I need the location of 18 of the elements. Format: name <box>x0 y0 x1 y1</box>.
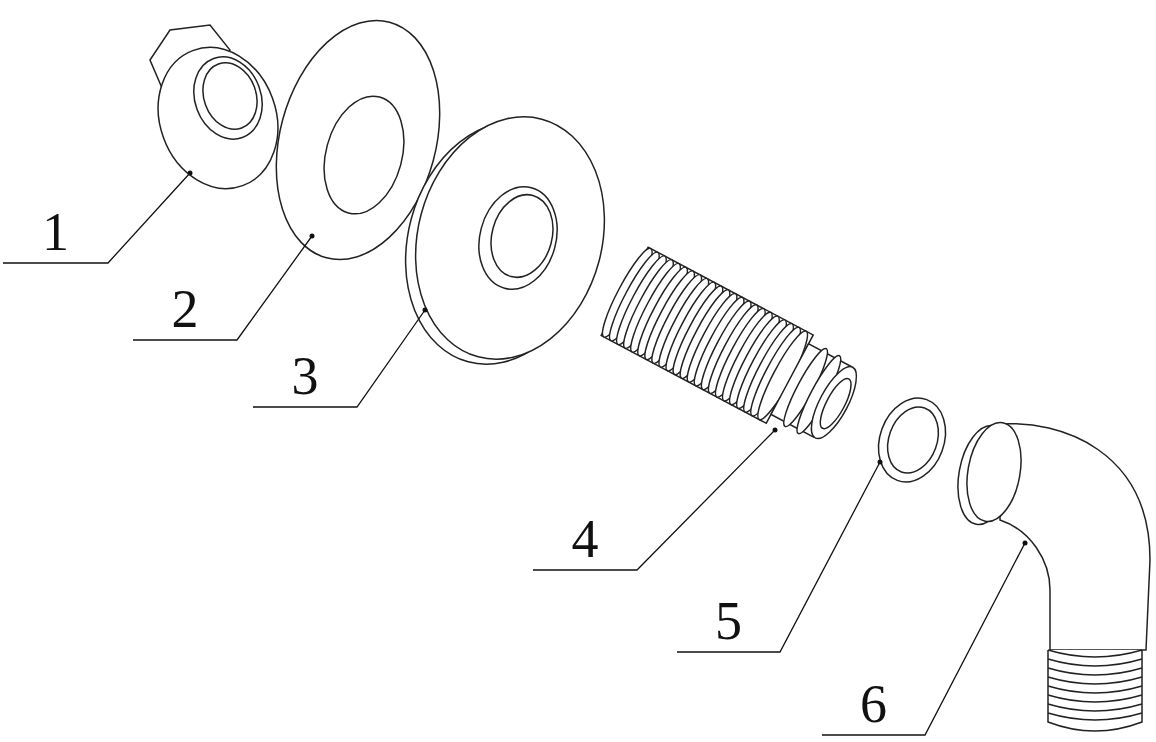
callout-number: 4 <box>533 510 637 568</box>
leader-line <box>252 309 426 408</box>
leader-line <box>132 235 313 341</box>
nut-drawing <box>149 24 279 190</box>
leader-line <box>532 429 776 571</box>
callout-number: 5 <box>677 592 780 650</box>
leader-line <box>2 172 191 264</box>
plate-drawing <box>404 116 606 365</box>
callout-number: 6 <box>822 675 925 733</box>
corrugated-hose-drawing <box>600 246 858 440</box>
washer-drawing <box>275 19 441 261</box>
leader-line <box>676 461 881 653</box>
leader-line <box>821 542 1026 736</box>
callout-number: 2 <box>133 280 237 338</box>
callout-number: 3 <box>253 347 357 405</box>
callout-number: 1 <box>3 203 108 261</box>
elbow-fitting-drawing <box>957 421 1151 732</box>
seal-ring-drawing <box>877 397 947 483</box>
